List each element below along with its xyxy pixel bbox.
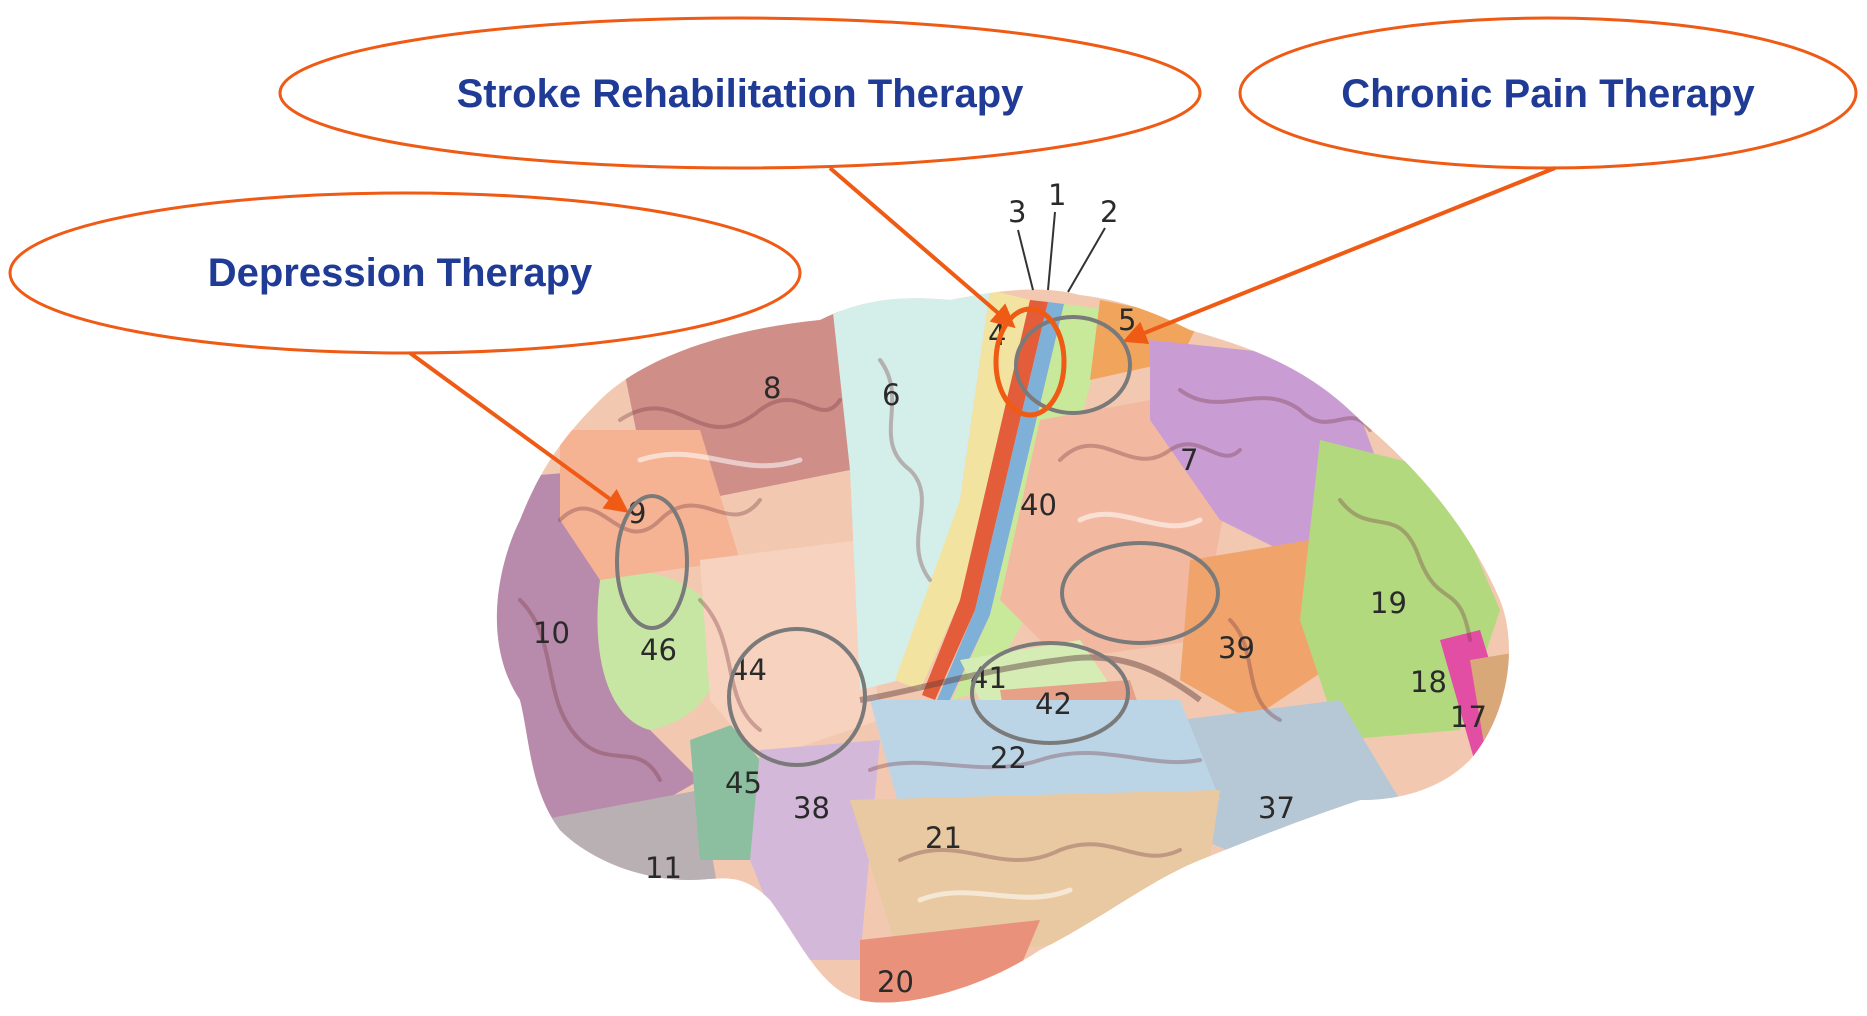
callout-stroke-label: Stroke Rehabilitation Therapy bbox=[457, 72, 1025, 116]
region-21 bbox=[850, 790, 1220, 960]
top-leader-lines bbox=[1018, 212, 1105, 292]
area-label-8: 8 bbox=[763, 371, 781, 405]
area-label-40: 40 bbox=[1020, 488, 1057, 522]
region-38 bbox=[750, 740, 880, 960]
callout-depression: Depression Therapy bbox=[10, 193, 800, 353]
area-label-11: 11 bbox=[645, 851, 682, 885]
area-label-6: 6 bbox=[882, 378, 900, 412]
area-label-1: 1 bbox=[1048, 178, 1066, 212]
area-label-7: 7 bbox=[1180, 443, 1198, 477]
callout-pain-label: Chronic Pain Therapy bbox=[1341, 72, 1755, 116]
area-label-3: 3 bbox=[1008, 195, 1026, 229]
area-label-22: 22 bbox=[990, 741, 1027, 775]
callout-pain: Chronic Pain Therapy bbox=[1240, 18, 1856, 168]
area-label-2: 2 bbox=[1100, 195, 1118, 229]
area-label-5: 5 bbox=[1118, 303, 1136, 337]
area-label-39: 39 bbox=[1218, 631, 1255, 665]
area-label-21: 21 bbox=[925, 821, 962, 855]
callout-depression-label: Depression Therapy bbox=[208, 251, 593, 295]
area-label-20: 20 bbox=[877, 965, 914, 999]
area-label-17: 17 bbox=[1450, 700, 1487, 734]
area-label-42: 42 bbox=[1035, 687, 1072, 721]
area-label-37: 37 bbox=[1258, 791, 1295, 825]
area-label-45: 45 bbox=[725, 766, 762, 800]
callout-stroke: Stroke Rehabilitation Therapy bbox=[280, 18, 1200, 168]
area-label-18: 18 bbox=[1410, 665, 1447, 699]
area-label-46: 46 bbox=[640, 633, 677, 667]
arrow-icon bbox=[1127, 168, 1555, 340]
area-label-19: 19 bbox=[1370, 586, 1407, 620]
area-label-38: 38 bbox=[793, 791, 830, 825]
area-label-10: 10 bbox=[533, 616, 570, 650]
